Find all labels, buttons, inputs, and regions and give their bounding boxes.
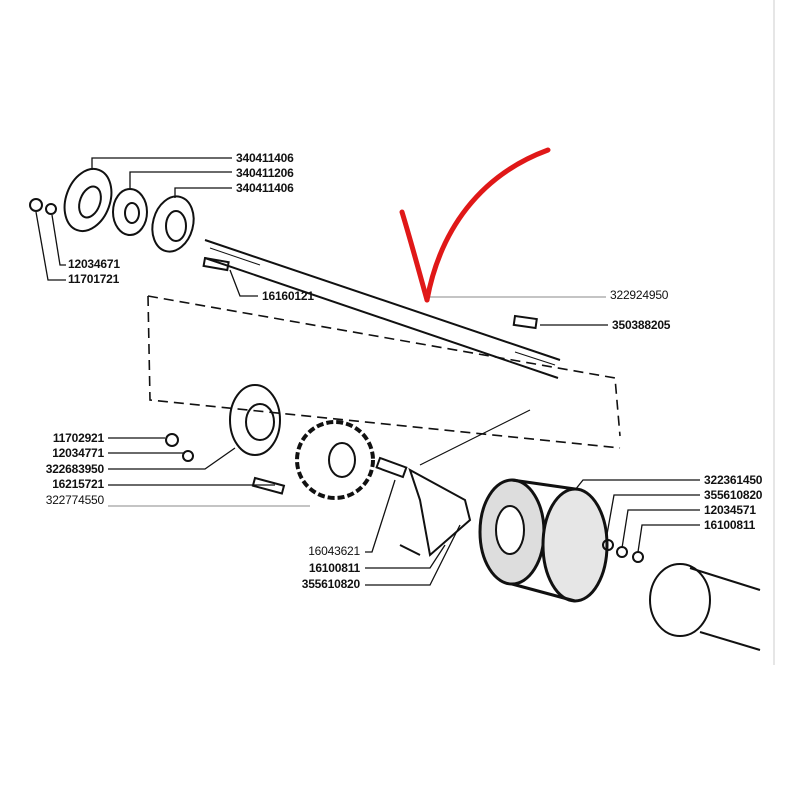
- label-shaft: 322924950: [610, 288, 669, 302]
- nut-part: [29, 198, 43, 212]
- label-drum-nut: 16100811: [704, 518, 756, 532]
- label-bracket-washer: 16100811: [308, 561, 360, 575]
- flange-part-2: [151, 195, 195, 253]
- label-sprocket: 322774550: [45, 493, 104, 507]
- label-washer: 12034671: [68, 257, 120, 271]
- label-nut: 11701721: [68, 272, 120, 286]
- bracket-part: [408, 467, 472, 557]
- hub-part: [229, 384, 281, 456]
- flange-part: [63, 168, 113, 232]
- label-hub: 322683950: [45, 462, 104, 476]
- shaft-part: [204, 239, 561, 361]
- label-shaft-pin: 350388205: [612, 318, 671, 332]
- label-shaft-bolt: 16160121: [262, 289, 314, 303]
- label-flange-2: 340411406: [236, 181, 294, 195]
- label-drum-spacer: 355610820: [704, 488, 763, 502]
- label-hub-nut: 11702921: [52, 431, 104, 445]
- label-bracket-bolt: 16043621: [308, 544, 360, 558]
- label-hub-screw: 16215721: [52, 477, 104, 491]
- label-drum-washer: 12034571: [704, 503, 756, 517]
- label-hub-washer: 12034771: [52, 446, 104, 460]
- drum-part: [478, 478, 609, 603]
- sprocket-part: [295, 420, 375, 500]
- label-bracket-spacer: 355610820: [301, 577, 360, 591]
- motor-part: [649, 563, 711, 637]
- label-bearing: 340411206: [236, 166, 294, 180]
- bearing-part: [112, 188, 148, 236]
- label-flange-1: 340411406: [236, 151, 294, 165]
- red-arrow-annotation: [399, 147, 551, 303]
- label-drum: 322361450: [704, 473, 763, 487]
